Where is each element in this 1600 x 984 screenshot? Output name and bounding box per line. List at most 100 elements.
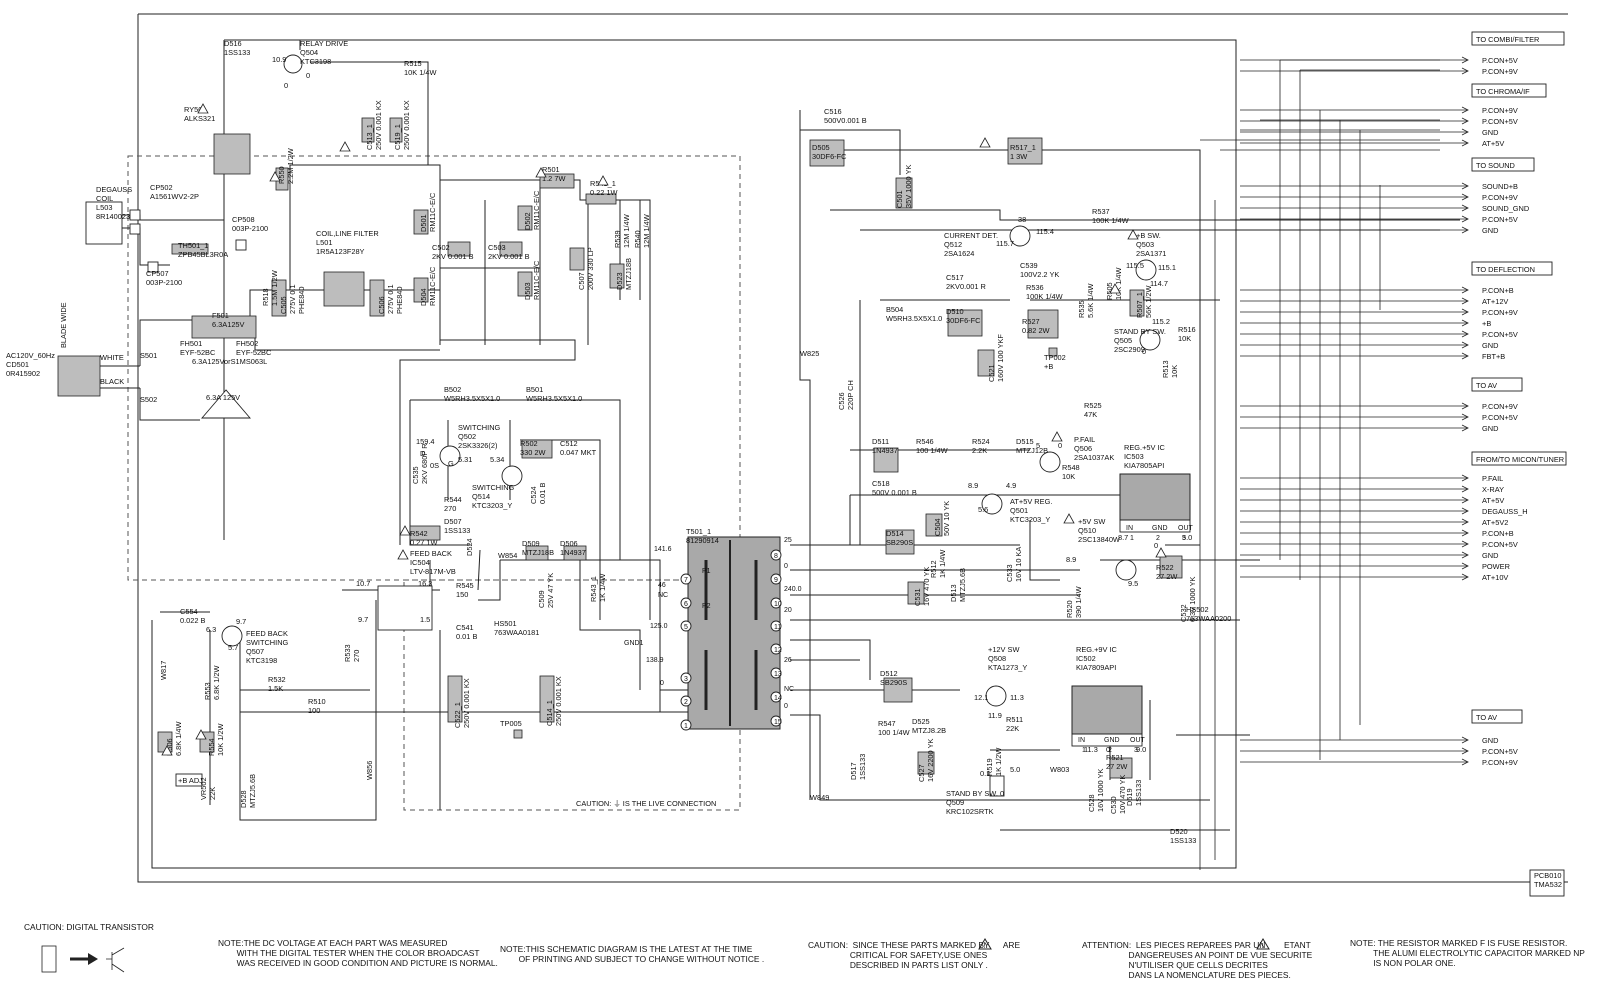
transformer-pin-label: 46: [658, 582, 666, 589]
transformer-pin-label: 240.0: [784, 586, 802, 593]
label-s501: S501: [140, 351, 157, 360]
arrow-right-icon: [1461, 485, 1469, 493]
label-r550: R5502.2M 1/2W: [277, 148, 295, 184]
connector-signal-label: GND: [1482, 551, 1498, 560]
transistor-q503: [1135, 259, 1157, 281]
arrow-right-icon: [1461, 56, 1469, 64]
transistor-q510: [1115, 559, 1137, 581]
transformer-pin-number: 13: [774, 671, 782, 678]
connector-signal-label: AT+5V2: [1482, 518, 1508, 527]
label-r540: R54012M 1/4W: [633, 214, 651, 248]
warning-triangle-icon: [397, 549, 409, 560]
transformer-pin-label: 25: [784, 537, 792, 544]
connector-signal-label: P.CON+B: [1482, 286, 1514, 295]
arrow-right-icon: [1461, 573, 1469, 581]
label-c506: C506275V 0.1PHE840: [377, 284, 404, 314]
fuse-warning-triangle: [201, 389, 251, 419]
label-r520: R520390 1/4W: [1065, 586, 1083, 618]
label-d513: D513MTZJ5.6B: [949, 568, 967, 602]
diode-d510: [947, 309, 983, 337]
transformer-pin-number: 12: [774, 647, 782, 654]
label-v0-g: G: [448, 459, 454, 468]
ic503-pin-number: 1: [1130, 535, 1134, 542]
arrow-right-icon: [1461, 128, 1469, 136]
transistor-q512: [1009, 225, 1031, 247]
arrow-right-icon: [1461, 518, 1469, 526]
warning-triangle-icon: [1109, 283, 1121, 294]
connector-title: TO COMBI/FILTER: [1476, 35, 1539, 44]
connector-title: FROM/TO MICON/TUNER: [1476, 455, 1564, 464]
resistor-r501: [539, 173, 575, 189]
label-d503: D503RM11C-E/C: [523, 260, 541, 300]
warning-triangle-icon: [399, 525, 411, 536]
transformer-pin-circle: [770, 597, 782, 609]
connector-signal-label: P.CON+5V: [1482, 117, 1518, 126]
warning-triangle-icon: [161, 745, 173, 756]
connector-signal-label: P.CON+5V: [1482, 747, 1518, 756]
transformer-pin-circle: [770, 549, 782, 561]
connector-signal-label: P.CON+5V: [1482, 215, 1518, 224]
label-d524: D524: [465, 538, 474, 556]
diode-d511: [873, 447, 899, 473]
transformer-pin-label: 0: [660, 680, 664, 687]
label-v5-0: 5.0: [1182, 533, 1192, 542]
connector-signal-label: P.CON+9V: [1482, 193, 1518, 202]
arrow-right-icon: [1461, 106, 1469, 114]
regulator-ic502-body: [1071, 685, 1143, 735]
connector-signal-label: AT+5V: [1482, 139, 1504, 148]
label-w803: W803: [1050, 765, 1069, 774]
transformer-pin-circle: [680, 597, 692, 609]
warning-triangle-icon: [1127, 229, 1139, 240]
arrow-right-icon: [1461, 139, 1469, 147]
label-v12-1: 12.1: [974, 693, 988, 702]
connector-signal-label: AT+12V: [1482, 297, 1508, 306]
transformer-pin-label: 20: [784, 607, 792, 614]
label-c532: C5326.3V 1000 YK: [1179, 576, 1197, 622]
arrow-right-icon: [1461, 297, 1469, 305]
connector-signal-label: X-RAY: [1482, 485, 1504, 494]
capacitor-c504: [925, 513, 943, 537]
right-distribution-lines: [1199, 59, 1440, 870]
transformer-pin-number: 7: [684, 577, 688, 584]
resistor-r542: [409, 525, 441, 541]
arrow-right-icon: [1461, 402, 1469, 410]
label-c527: C52716V 2200 YK: [917, 739, 935, 782]
transformer-pin-circle: [770, 691, 782, 703]
standby-q509: [989, 775, 1005, 797]
warning-triangle-icon: [197, 103, 209, 114]
label-v115-4: 115.4: [1036, 227, 1054, 236]
arrow-right-icon: [1461, 117, 1469, 125]
label-v9-5: 9.5: [1128, 579, 1138, 588]
label-w856: W856: [365, 761, 374, 780]
box-av1: [1471, 377, 1523, 392]
label-v4-9: 4.9: [1006, 481, 1016, 490]
diode-d514: [885, 529, 915, 555]
capacitor-c503: [499, 241, 523, 257]
digital-transistor-icon: [41, 945, 125, 973]
regulator-ic503-body: [1119, 473, 1191, 521]
warning-triangle-icon: [979, 137, 991, 148]
transformer-pin-label: P2: [702, 603, 711, 610]
ic502-pin-name: OUT: [1130, 737, 1146, 744]
warning-triangle-icon: !: [1256, 938, 1270, 950]
ic503-pin-number: 2: [1156, 535, 1160, 542]
